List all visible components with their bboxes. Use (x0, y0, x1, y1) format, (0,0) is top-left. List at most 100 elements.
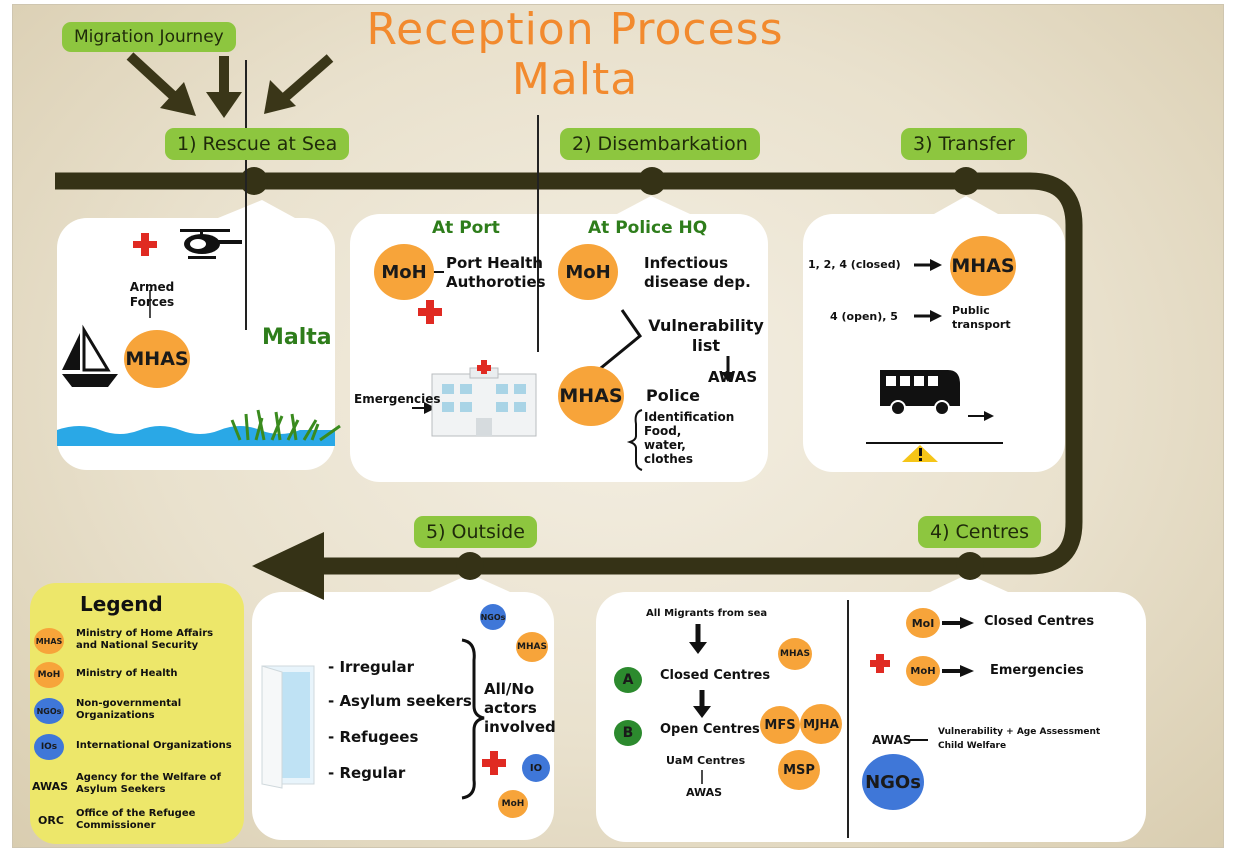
msp-badge: MSP (778, 750, 820, 790)
page-title-line1: Reception Process (366, 4, 784, 55)
mjha-badge: MJHA (800, 704, 842, 744)
mhas-transfer-badge: MHAS (950, 236, 1016, 296)
outside-item-asylum-seekers: - Asylum seekers (328, 692, 472, 710)
disembark-panel-notch (617, 196, 690, 214)
vulnerability-bracket (595, 309, 643, 374)
warning-icon (902, 445, 938, 462)
moh-police-badge: MoH (558, 244, 618, 300)
migration-journey-label: Migration Journey (62, 22, 236, 52)
legend-orc-abbr: ORC (38, 814, 64, 827)
step-disembarkation: 2) Disembarkation (560, 128, 760, 160)
legend-orc-text: Office of the Refugee Commissioner (76, 808, 196, 831)
legend-mhas-text: Ministry of Home Affairs and National Se… (76, 628, 214, 651)
helicopter-icon (180, 229, 242, 259)
vulnerability-list-label: Vulnerability list (648, 316, 764, 355)
transfer-open-label: 4 (open), 5 (830, 310, 898, 323)
rescue-panel (57, 218, 335, 470)
transfer-closed-label: 1, 2, 4 (closed) (808, 258, 901, 271)
outside-item-irregular: - Irregular (328, 658, 415, 676)
migration-arrows (126, 52, 334, 118)
all-migrants-label: All Migrants from sea (646, 608, 768, 619)
closed-centres-label: Closed Centres (660, 668, 771, 683)
legend-box (30, 583, 244, 844)
grass-icon (230, 409, 341, 442)
ngos-outside-badge: NGOs (480, 604, 506, 630)
malta-label: Malta (262, 325, 332, 350)
police-brace (626, 409, 643, 471)
emergencies-port-label: Emergencies (354, 392, 441, 406)
legend-awas-abbr: AWAS (32, 780, 69, 793)
armed-forces-label: Armed Forces (129, 280, 175, 309)
moh-centres-badge: MoH (906, 656, 940, 686)
outside-brace (461, 638, 485, 800)
transfer-panel (803, 214, 1065, 472)
at-police-hq-label: At Police HQ (588, 218, 708, 238)
legend-awas-text: Agency for the Welfare of Asylum Seekers (76, 772, 221, 795)
step-outside: 5) Outside (414, 516, 537, 548)
outside-node (456, 552, 484, 580)
flow-arrowhead (252, 532, 324, 600)
outside-red-cross-icon (482, 751, 506, 775)
legend-mhas-badge: MHAS (34, 628, 64, 654)
mhas-police-badge: MHAS (558, 366, 624, 426)
police-label: Police (646, 386, 701, 405)
child-welfare-label: Child Welfare (938, 741, 1007, 751)
legend-moh-text: Ministry of Health (76, 668, 178, 679)
moi-badge: MoI (906, 608, 940, 638)
port-red-cross-icon (418, 300, 442, 324)
sea-water (57, 426, 335, 446)
rescue-node (240, 167, 268, 195)
uam-centres-label: UaM Centres (666, 754, 746, 767)
step-rescue-at-sea: 1) Rescue at Sea (165, 128, 350, 160)
rescue-panel-notch (218, 200, 295, 218)
emergencies-centres-label: Emergencies (990, 663, 1084, 678)
legend-ios-text: International Organizations (76, 740, 232, 751)
port-health-label: Port Health Authoroties (446, 254, 546, 291)
mhas-rescue-badge: MHAS (124, 330, 190, 388)
mhas-centres-badge: MHAS (778, 638, 812, 670)
io-outside-badge: IO (522, 754, 550, 782)
uam-awas-label: AWAS (686, 786, 723, 799)
infectious-disease-label: Infectious disease dep. (644, 254, 751, 291)
mfs-badge: MFS (760, 706, 800, 744)
sailboat-icon (62, 324, 118, 387)
page-title-line2: Malta (511, 54, 639, 105)
ngos-centres-badge: NGOs (862, 754, 924, 810)
transfer-panel-notch (934, 196, 998, 214)
identification-label: Identification (644, 410, 735, 424)
mhas-outside-badge: MHAS (516, 632, 548, 662)
outside-panel-notch (430, 574, 510, 592)
legend-title: Legend (80, 592, 163, 616)
outside-item-refugees: - Refugees (328, 728, 419, 746)
closed-centres-right-label: Closed Centres (984, 614, 1095, 629)
step-centres: 4) Centres (918, 516, 1041, 548)
closed-centres-marker-a: A (614, 667, 642, 693)
legend-ngos-text: Non-governmental Organizations (76, 698, 182, 721)
red-cross-icon (133, 233, 157, 256)
legend-ngos-badge: NGOs (34, 698, 64, 724)
outside-item-regular: - Regular (328, 764, 406, 782)
transfer-node (952, 167, 980, 195)
bus-icon (880, 370, 960, 416)
centres-panel-notch (930, 574, 1008, 592)
open-door-icon (261, 665, 315, 789)
centres-red-cross-icon (870, 654, 890, 673)
food-water-clothes-label: Food, water, clothes (644, 424, 694, 466)
legend-moh-badge: MoH (34, 662, 64, 688)
awas-centres-label: AWAS (872, 733, 912, 747)
at-port-label: At Port (432, 218, 500, 238)
open-centres-label: Open Centres (660, 722, 760, 737)
open-centres-marker-b: B (614, 720, 642, 746)
hospital-icon (431, 360, 537, 437)
public-transport-label: Public transport (952, 304, 1011, 331)
step-transfer: 3) Transfer (901, 128, 1027, 160)
centres-node (956, 552, 984, 580)
disembark-node (638, 167, 666, 195)
awas-disembark-label: AWAS (708, 368, 758, 386)
all-no-actors-label: All/No actors involved (484, 680, 556, 736)
process-flow-line (55, 172, 1083, 575)
legend-ios-badge: IOs (34, 734, 64, 760)
vulnerability-age-label: Vulnerability + Age Assessment (938, 727, 1101, 737)
